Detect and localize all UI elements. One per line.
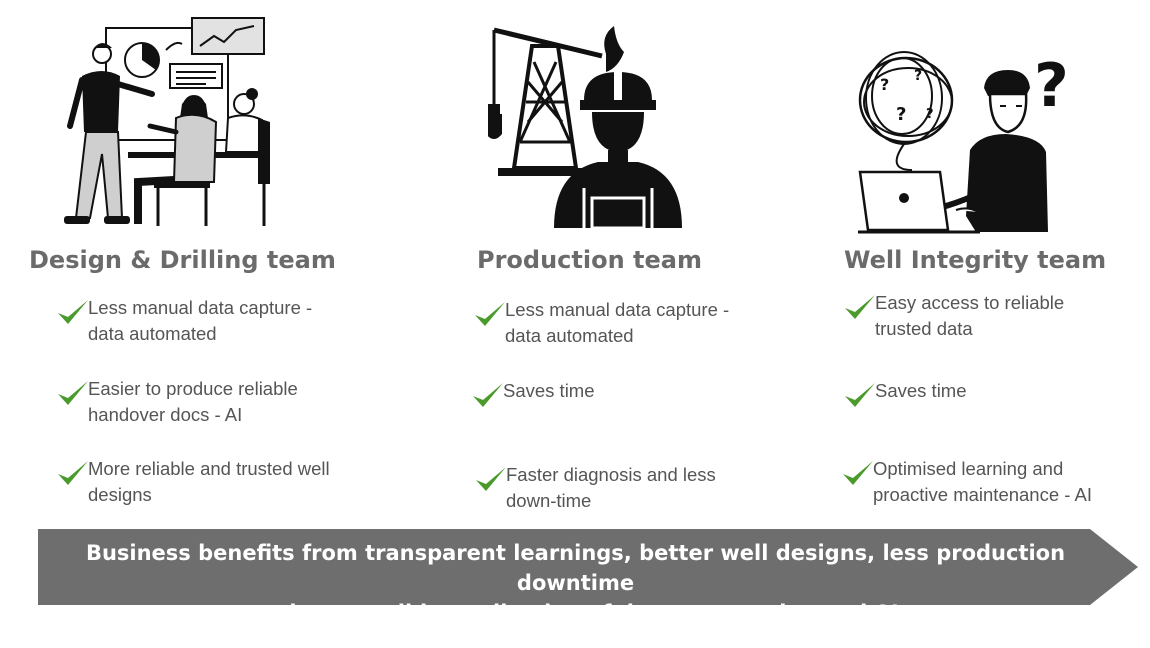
benefit-text: Faster diagnosis and less down-time bbox=[506, 462, 716, 514]
benefit-text: Less manual data capture - data automate… bbox=[505, 297, 729, 349]
benefit-line: Saves time bbox=[503, 380, 595, 401]
benefit-line: designs bbox=[88, 484, 152, 505]
team-title-well-integrity: Well Integrity team bbox=[844, 246, 1107, 274]
benefit-line: trusted data bbox=[875, 318, 973, 339]
benefit-line: Faster diagnosis and less bbox=[506, 464, 716, 485]
benefit-line: Saves time bbox=[875, 380, 967, 401]
oil-rig-worker-icon bbox=[486, 22, 688, 236]
checkmark-icon bbox=[843, 461, 873, 485]
checkmark-icon bbox=[58, 381, 88, 405]
benefit-text: Saves time bbox=[503, 378, 595, 404]
checkmark-icon bbox=[476, 467, 506, 491]
svg-text:?: ? bbox=[926, 107, 934, 122]
checkmark-icon bbox=[845, 295, 875, 319]
checkmark-icon bbox=[845, 383, 875, 407]
benefit-line: Less manual data capture - bbox=[88, 297, 313, 318]
benefit-text: Easy access to reliable trusted data bbox=[875, 290, 1064, 342]
benefit-line: down-time bbox=[506, 490, 592, 511]
business-benefits-banner: Business benefits from transparent learn… bbox=[38, 529, 1138, 625]
svg-text:?: ? bbox=[880, 75, 889, 94]
meeting-presentation-icon bbox=[58, 14, 273, 234]
checkmark-icon bbox=[58, 461, 88, 485]
benefit-line: More reliable and trusted well bbox=[88, 458, 330, 479]
benefit-line: proactive maintenance - AI bbox=[873, 484, 1093, 505]
checkmark-icon bbox=[58, 300, 88, 324]
banner-arrow-shape bbox=[38, 529, 1138, 605]
benefit-text: Less manual data capture - data automate… bbox=[88, 295, 312, 347]
benefit-line: data automated bbox=[88, 323, 217, 344]
svg-text:?: ? bbox=[896, 104, 906, 125]
banner-text: Business benefits from transparent learn… bbox=[38, 538, 1113, 628]
team-title-production: Production team bbox=[477, 246, 702, 274]
checkmark-icon bbox=[473, 383, 503, 407]
svg-text:?: ? bbox=[1034, 51, 1069, 121]
benefit-text: Saves time bbox=[875, 378, 967, 404]
benefit-line: handover docs - AI bbox=[88, 404, 243, 425]
benefit-text: Easier to produce reliable handover docs… bbox=[88, 376, 298, 428]
banner-line: Business benefits from transparent learn… bbox=[85, 541, 1066, 595]
benefit-line: Less manual data capture - bbox=[505, 299, 730, 320]
checkmark-icon bbox=[475, 302, 505, 326]
svg-text:?: ? bbox=[914, 68, 922, 84]
team-title-design-drilling: Design & Drilling team bbox=[29, 246, 336, 274]
benefit-text: Optimised learning and proactive mainten… bbox=[873, 456, 1092, 508]
benefit-line: Optimised learning and bbox=[873, 458, 1064, 479]
banner-line: and responsible application of data auto… bbox=[252, 601, 899, 625]
confused-laptop-user-icon: ? ? ? ? ? bbox=[856, 40, 1086, 240]
benefit-line: data automated bbox=[505, 325, 634, 346]
benefit-line: Easier to produce reliable bbox=[88, 378, 298, 399]
benefit-line: Easy access to reliable bbox=[875, 292, 1065, 313]
benefit-text: More reliable and trusted well designs bbox=[88, 456, 330, 508]
